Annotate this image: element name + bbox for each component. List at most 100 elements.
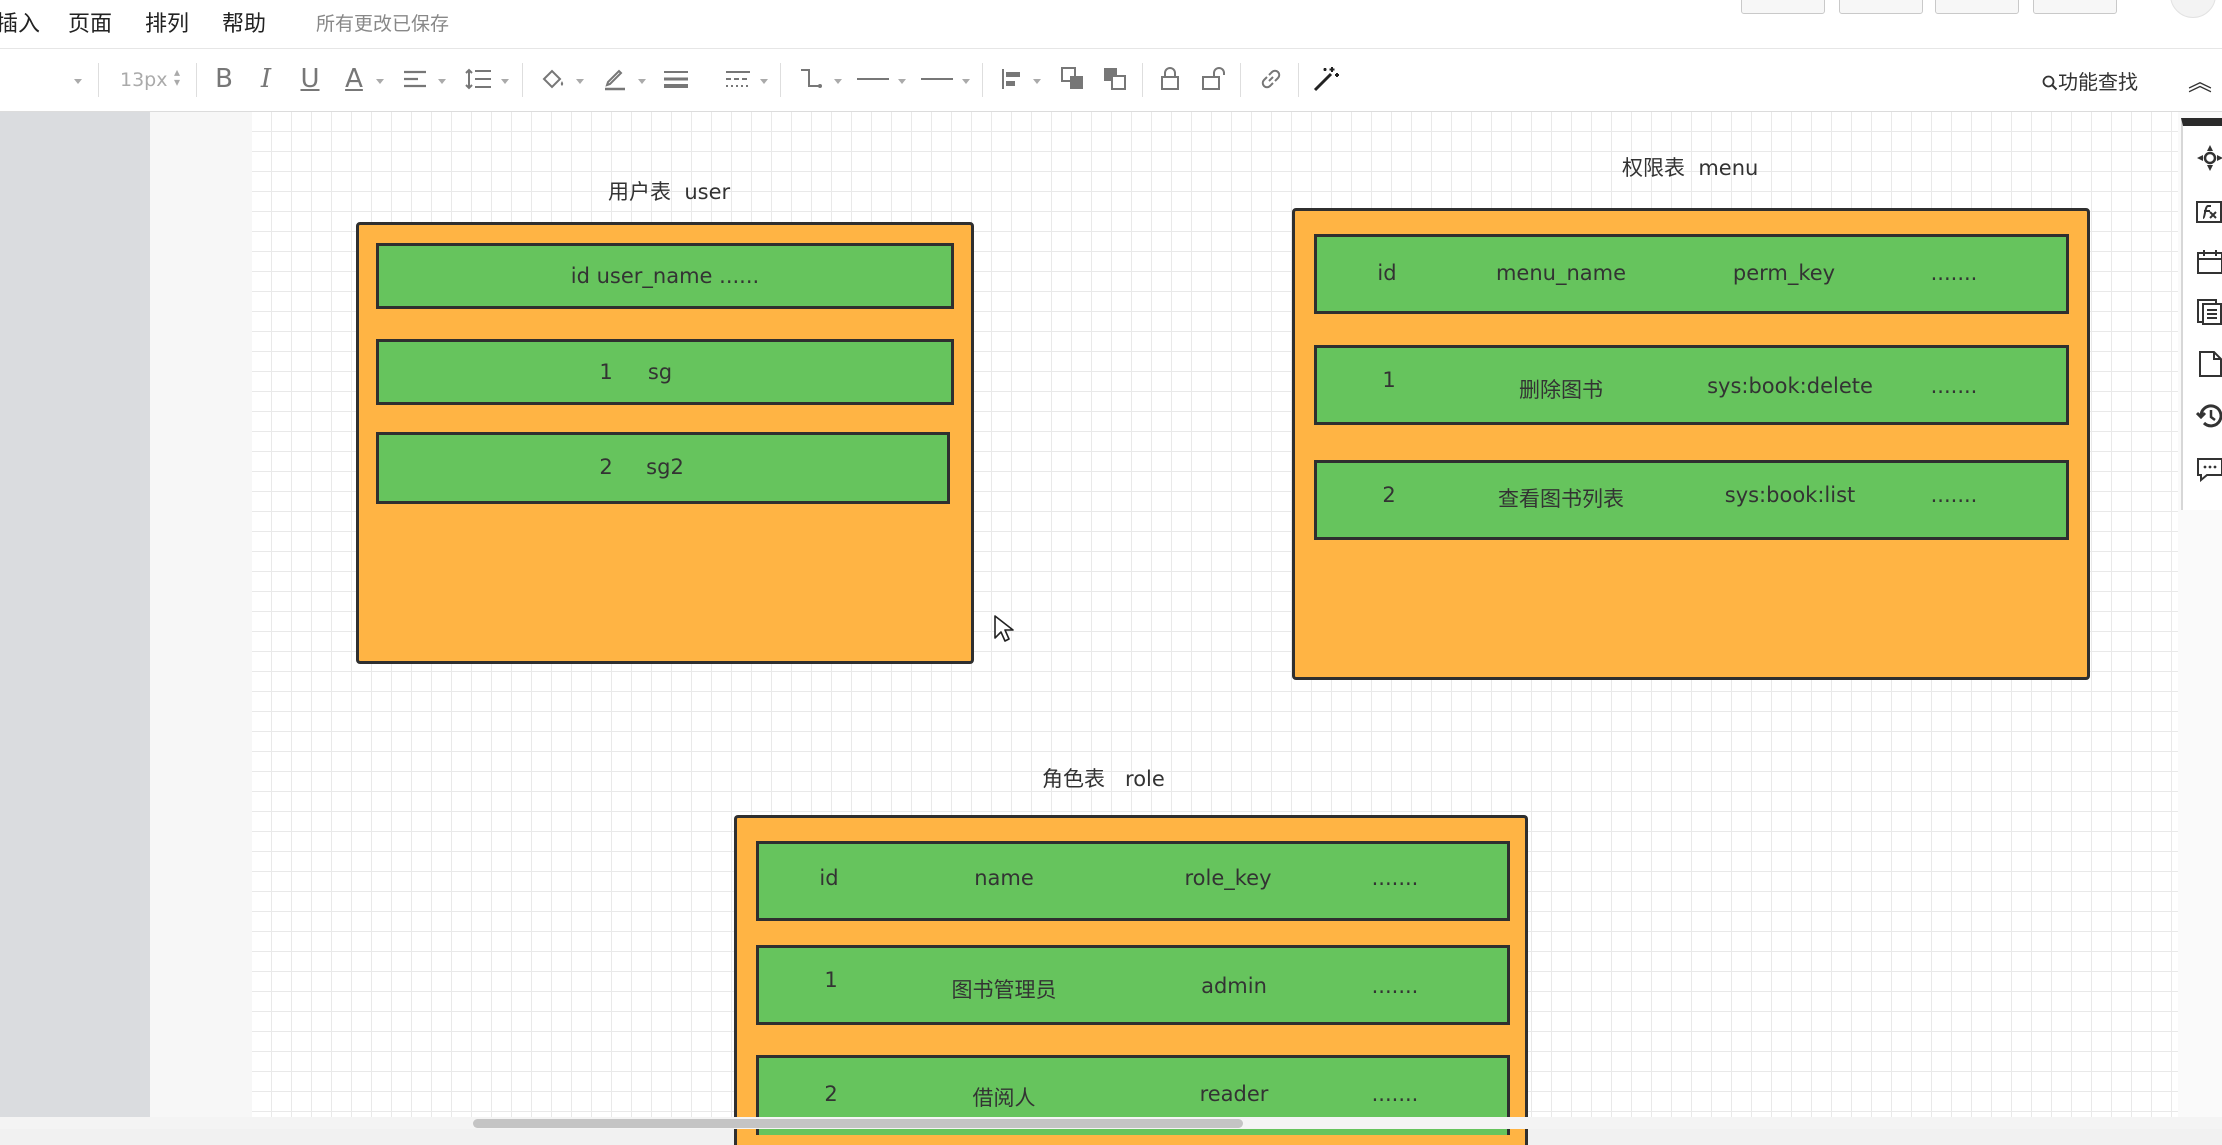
menu-table-title[interactable]: 权限表 menu — [1622, 156, 1759, 180]
connector-caret-icon[interactable] — [834, 79, 842, 84]
menu-insert[interactable]: 插入 — [0, 12, 41, 37]
line-start-icon — [857, 78, 889, 80]
feature-search-label: 功能查找 — [2058, 70, 2138, 94]
menu-header-more: ....... — [1930, 261, 1978, 285]
link-button[interactable] — [1256, 61, 1286, 97]
separator — [982, 63, 983, 97]
font-name-caret-icon[interactable] — [74, 79, 82, 84]
top-button-3[interactable] — [1935, 0, 2019, 14]
role-row-1-role-key: admin — [1201, 974, 1267, 998]
role-row-1-name: 图书管理员 — [951, 978, 1057, 1002]
diagram-canvas[interactable]: 用户表 user id user_name ...... 1 sg 2 sg2 … — [252, 112, 2178, 1145]
feature-search-button[interactable]: 功能查找 — [2042, 66, 2138, 95]
separator — [98, 63, 99, 97]
spacing-caret-icon[interactable] — [501, 79, 509, 84]
align-button[interactable] — [400, 61, 430, 97]
user-header-row[interactable]: id user_name ...... — [376, 243, 954, 309]
paint-bucket-icon — [542, 69, 564, 89]
bring-to-front-icon — [1061, 67, 1083, 89]
menu-page[interactable]: 页面 — [68, 12, 113, 37]
role-header-row[interactable]: id name role_key ....... — [756, 841, 1510, 921]
role-header-role-key: role_key — [1184, 866, 1272, 890]
menu-row-1-more: ....... — [1930, 374, 1978, 398]
top-button-4[interactable] — [2033, 0, 2117, 14]
comment-icon[interactable] — [2196, 456, 2222, 484]
user-row-1[interactable]: 1 sg — [376, 339, 954, 405]
separator — [1142, 63, 1143, 97]
font-color-button[interactable]: A — [340, 61, 368, 97]
pages-icon[interactable] — [2196, 298, 2222, 326]
line-spacing-icon — [465, 68, 491, 90]
collapse-toolbar-icon[interactable]: ︽ — [2188, 68, 2212, 96]
role-header-more: ....... — [1371, 866, 1419, 890]
menu-row-1[interactable]: 1 删除图书 sys:book:delete ....... — [1314, 345, 2069, 425]
line-width-button[interactable] — [660, 61, 692, 97]
role-table-title[interactable]: 角色表 role — [1042, 767, 1165, 791]
line-end-button[interactable] — [918, 61, 956, 97]
role-row-1[interactable]: 1 图书管理员 admin ....... — [756, 945, 1510, 1025]
line-color-button[interactable] — [600, 61, 630, 97]
align-caret-icon[interactable] — [438, 79, 446, 84]
history-icon[interactable] — [2196, 402, 2222, 430]
menu-help[interactable]: 帮助 — [222, 12, 267, 37]
underline-button[interactable]: U — [296, 61, 324, 97]
bring-front-button[interactable] — [1058, 61, 1088, 97]
fill-color-button[interactable] — [538, 61, 568, 97]
mouse-cursor-icon — [994, 615, 1014, 642]
line-start-caret-icon[interactable] — [898, 79, 906, 84]
connector-button[interactable] — [796, 61, 826, 97]
line-end-caret-icon[interactable] — [962, 79, 970, 84]
menu-row-2[interactable]: 2 查看图书列表 sys:book:list ....... — [1314, 460, 2069, 540]
horizontal-scrollbar-thumb[interactable] — [473, 1119, 1243, 1128]
formula-icon[interactable] — [2196, 198, 2222, 226]
menu-row-2-more: ....... — [1930, 483, 1978, 507]
menu-row-1-name: 删除图书 — [1519, 378, 1603, 402]
italic-icon: I — [260, 64, 272, 94]
line-style-button[interactable] — [722, 61, 754, 97]
bold-button[interactable]: B — [210, 61, 238, 97]
align-objects-caret-icon[interactable] — [1033, 79, 1041, 84]
top-button-2[interactable] — [1839, 0, 1923, 14]
separator — [1298, 63, 1299, 97]
user-row-2-id: 2 — [599, 455, 613, 479]
page-icon[interactable] — [2196, 350, 2222, 378]
line-style-caret-icon[interactable] — [760, 79, 768, 84]
role-table[interactable]: id name role_key ....... 1 图书管理员 admin .… — [734, 815, 1528, 1145]
role-row-1-id: 1 — [824, 968, 838, 992]
menu-header-row[interactable]: id menu_name perm_key ....... — [1314, 234, 2069, 314]
font-size-stepper-icon[interactable]: ▴▾ — [174, 65, 181, 89]
user-row-2[interactable]: 2 sg2 — [376, 432, 950, 504]
menu-table[interactable]: id menu_name perm_key ....... 1 删除图书 sys… — [1292, 208, 2090, 680]
lock-button[interactable] — [1156, 61, 1184, 97]
line-start-button[interactable] — [854, 61, 892, 97]
send-back-button[interactable] — [1100, 61, 1130, 97]
font-size-input[interactable]: 13px — [120, 69, 168, 91]
user-table[interactable]: id user_name ...... 1 sg 2 sg2 — [356, 222, 974, 664]
user-row-1-id: 1 — [599, 360, 613, 384]
link-icon — [1261, 69, 1281, 89]
line-color-caret-icon[interactable] — [638, 79, 646, 84]
spacing-button[interactable] — [464, 61, 494, 97]
user-header-cell: id user_name ...... — [570, 264, 760, 288]
font-color-caret-icon[interactable] — [376, 79, 384, 84]
calendar-icon[interactable] — [2196, 248, 2222, 276]
top-button-1[interactable] — [1741, 0, 1825, 14]
menu-arrange[interactable]: 排列 — [145, 12, 190, 37]
menu-bar: 插入 页面 排列 帮助 所有更改已保存 — [0, 0, 2222, 49]
unlock-button[interactable] — [1200, 61, 1228, 97]
line-width-icon — [664, 71, 688, 88]
send-to-back-icon — [1104, 68, 1126, 90]
role-header-name: name — [974, 866, 1034, 890]
align-left-icon — [404, 70, 426, 88]
user-table-title[interactable]: 用户表 user — [608, 180, 731, 204]
align-objects-button[interactable] — [998, 61, 1026, 97]
italic-button[interactable]: I — [252, 61, 280, 97]
user-row-2-name: sg2 — [646, 455, 684, 479]
avatar[interactable] — [2170, 0, 2216, 18]
underline-icon: U — [300, 64, 320, 94]
navigate-icon[interactable] — [2196, 144, 2222, 172]
magic-wand-button[interactable] — [1310, 61, 1342, 97]
shapes-panel[interactable] — [0, 112, 150, 1117]
role-row-2-role-key: reader — [1199, 1082, 1269, 1106]
fill-caret-icon[interactable] — [576, 79, 584, 84]
